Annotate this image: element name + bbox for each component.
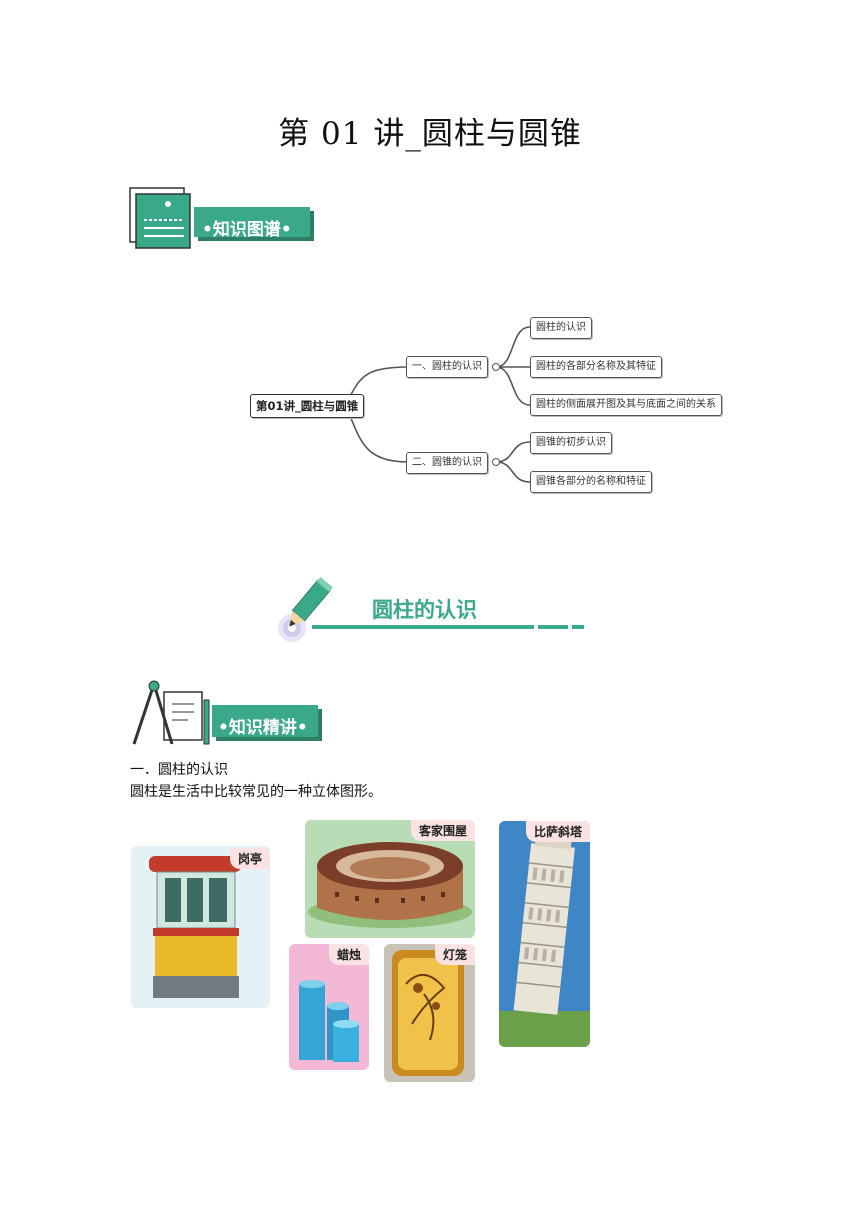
- document-icon: [129, 187, 314, 249]
- leaf-cone-intro: 圆锥的初步认识: [530, 432, 612, 454]
- guard-booth-tag: 岗亭: [229, 848, 270, 869]
- page-title: 第 01 讲_圆柱与圆锥: [278, 116, 582, 152]
- candles-image: 蜡烛: [289, 944, 369, 1070]
- knowledge-map-label: •知识图谱•: [202, 220, 292, 240]
- mind-map-connectors: [344, 326, 531, 483]
- pencil-icon: [278, 576, 584, 642]
- knowledge-map-badge: •知识图谱•: [128, 185, 318, 251]
- tulou-image: 客家围屋: [305, 820, 475, 938]
- leaf-cone-parts: 圆锥各部分的名称和特征: [530, 471, 652, 493]
- paragraph: 圆柱是生活中比较常见的一种立体图形。: [130, 784, 382, 800]
- lantern-tag: 灯笼: [434, 944, 475, 965]
- knowledge-lecture-label: •知识精讲•: [218, 718, 308, 738]
- branch-cone: 二、圆锥的认识: [406, 452, 488, 474]
- leaf-cylinder-net: 圆柱的侧面展开图及其与底面之间的关系: [530, 394, 722, 416]
- tulou-tag: 客家围屋: [410, 820, 475, 841]
- topic-banner: 圆柱的认识: [272, 574, 592, 644]
- pisa-tower-image: 比萨斜塔: [499, 821, 590, 1047]
- compass-icon: [132, 680, 322, 745]
- topic-banner-title: 圆柱的认识: [372, 598, 477, 622]
- leaf-cylinder-intro: 圆柱的认识: [530, 317, 592, 339]
- candles-tag: 蜡烛: [328, 944, 369, 965]
- knowledge-lecture-badge: •知识精讲•: [128, 674, 324, 750]
- pisa-tower-tag: 比萨斜塔: [525, 821, 590, 842]
- guard-booth-image: 岗亭: [131, 846, 270, 1008]
- mind-map: 第01讲_圆柱与圆锥 一、圆柱的认识 二、圆锥的认识 圆柱的认识 圆柱的各部分名…: [0, 300, 860, 510]
- branch-cylinder: 一、圆柱的认识: [406, 356, 488, 378]
- section-heading: 一．圆柱的认识: [130, 762, 228, 778]
- mind-map-root: 第01讲_圆柱与圆锥: [250, 394, 365, 418]
- lantern-image: 灯笼: [384, 944, 475, 1082]
- leaf-cylinder-parts: 圆柱的各部分名称及其特征: [530, 356, 662, 378]
